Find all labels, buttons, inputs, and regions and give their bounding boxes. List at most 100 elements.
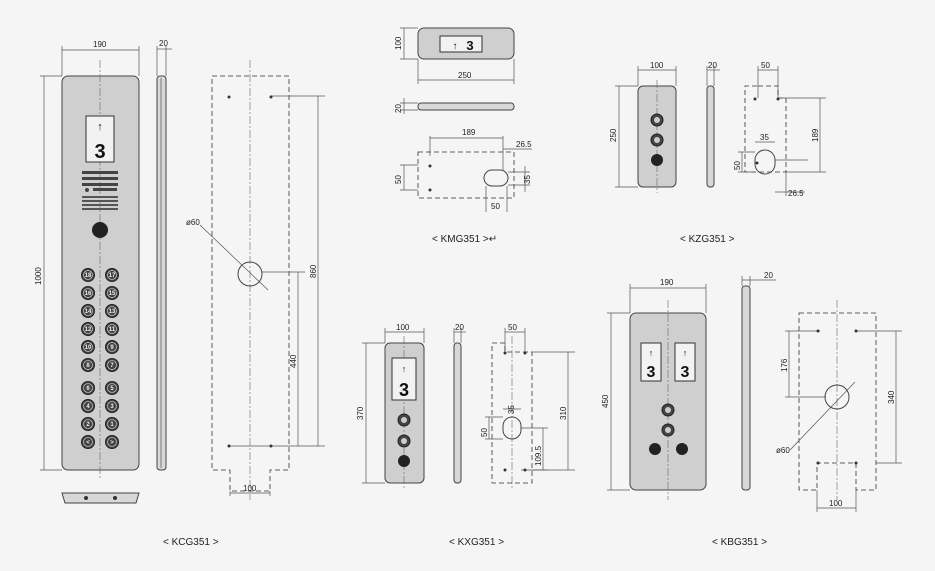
kxg-dim-35: 35 [507, 405, 516, 414]
kmg-dim-35: 35 [523, 175, 532, 184]
kbg-camera-left-icon [649, 443, 661, 455]
kcg-floor-button-label: 13 [109, 309, 116, 315]
kcg-floor-button[interactable]: 18 [81, 268, 95, 282]
kcg-speaker-grille-icon [82, 196, 118, 210]
kxg-call-button-down-icon [401, 438, 407, 444]
kcg-floor-button[interactable]: 5 [105, 381, 119, 395]
kmg-dim-26-5: 26.5 [516, 140, 532, 149]
kbg-right-arrow-up-icon: ↑ [683, 348, 688, 358]
kcg-floor-button-label: 6 [86, 386, 90, 392]
kcg-floor-button[interactable]: 14 [81, 304, 95, 318]
kcg-floor-button[interactable]: 8 [81, 358, 95, 372]
kcg-caption: < KCG351 > [163, 537, 219, 548]
kbg-camera-right-icon [676, 443, 688, 455]
kcg-floor-button[interactable]: 16 [81, 286, 95, 300]
kzg-dim-100: 100 [650, 61, 664, 70]
kcg-floor-button[interactable]: 7 [105, 358, 119, 372]
kbg-caption: < KBG351 > [712, 537, 767, 548]
kxg-dim-370: 370 [356, 406, 365, 420]
kcg-floor-button[interactable]: 9 [105, 340, 119, 354]
kxg-camera-icon [398, 455, 410, 467]
kzg-camera-icon [651, 154, 663, 166]
kcg-floor-button[interactable]: 17 [105, 268, 119, 282]
kcg-floor-button-label: 2 [86, 422, 90, 428]
kzg351-mounting-view: 50 189 35 50 26.5 [733, 61, 826, 198]
kbg-dim-190: 190 [660, 278, 674, 287]
kzg-dim-26-5: 26.5 [788, 189, 804, 198]
kxg-dim-20: 20 [455, 323, 464, 332]
kbg-display-floor-left: 3 [647, 364, 656, 381]
kcg-floor-button-label: 11 [109, 327, 116, 333]
kcg-floor-button-label: 8 [86, 363, 90, 369]
kzg351-side-view: 20 [706, 61, 720, 188]
kcg-floor-button-label: 5 [110, 386, 114, 392]
kxg-display-floor: 3 [399, 380, 409, 400]
kmg-dim-50a: 50 [394, 175, 403, 184]
kcg-floor-button-label: 14 [85, 309, 92, 315]
kcg-floor-button[interactable]: 6 [81, 381, 95, 395]
kzg-dim-189: 189 [811, 128, 820, 142]
kbg-dim-100: 100 [829, 499, 843, 508]
kcg-floor-button[interactable]: 13 [105, 304, 119, 318]
kcg-floor-button-label: 16 [85, 291, 92, 297]
kcg-faceplate [61, 75, 140, 471]
kbg-dim-450: 450 [601, 394, 610, 408]
kxg-dim-310: 310 [559, 406, 568, 420]
kxg-dim-50: 50 [480, 428, 489, 437]
kcg-display-floor: 3 [94, 141, 105, 163]
kmg351-side-view: 20 [394, 98, 515, 114]
kcg-arrow-up-icon: ↑ [97, 121, 103, 133]
kmg-arrow-up-icon: ↑ [453, 41, 458, 52]
kcg-floor-button-label: 18 [85, 273, 92, 279]
kxg-dim-50top: 50 [508, 323, 517, 332]
kcg-floor-button[interactable]: 1 [105, 417, 119, 431]
kcg-floor-button[interactable]: 11 [105, 322, 119, 336]
kcg-floor-button-label: 9 [110, 345, 114, 351]
kcg-floor-display [85, 115, 115, 163]
kbg351-front-view: 190 450 ↑ 3 ↑ 3 [601, 278, 707, 500]
kcg-floor-button-label: 15 [109, 291, 116, 297]
kzg-dim-50top: 50 [761, 61, 770, 70]
kcg-mounting-hole [237, 261, 263, 287]
kcg351-mounting-view: 860 440 ø60 100 [186, 60, 325, 500]
kcg-floor-button[interactable]: 4 [81, 399, 95, 413]
kcg-floor-button-label: 1 [110, 422, 114, 428]
kmg-dim-50b: 50 [491, 202, 500, 211]
kcg-dim-width: 190 [93, 40, 107, 49]
kcg-dim-100: 100 [243, 484, 257, 493]
kbg-call-button-up-icon [665, 407, 671, 413]
kcg-floor-button-label: 12 [85, 327, 92, 333]
kcg-dim-440: 440 [289, 354, 298, 368]
kzg-dim-50: 50 [733, 161, 742, 170]
kmg351-front-view: 100 ↑ 3 250 [394, 27, 515, 84]
kcg-floor-button[interactable]: 3 [105, 399, 119, 413]
kcg-floor-button[interactable]: 2 [81, 417, 95, 431]
kxg-dim-100: 100 [396, 323, 410, 332]
kzg-caption: < KZG351 > [680, 234, 735, 245]
kcg-dim-depth: 20 [159, 39, 168, 48]
kcg-floor-button[interactable]: > [105, 435, 119, 449]
kzg-dim-20: 20 [708, 61, 717, 70]
kmg-display-floor: 3 [466, 38, 473, 53]
kcg-floor-button-label: 17 [109, 273, 116, 279]
kcg351-side-view: 20 [156, 39, 172, 471]
kcg-floor-button[interactable]: 12 [81, 322, 95, 336]
kcg-floor-button-label: 10 [85, 345, 92, 351]
kcg-dim-860: 860 [309, 264, 318, 278]
kbg-dim-176: 176 [780, 358, 789, 372]
kcg-floor-button[interactable]: < [81, 435, 95, 449]
kcg-floor-button[interactable]: 10 [81, 340, 95, 354]
kcg-floor-button[interactable]: 15 [105, 286, 119, 300]
kmg-dim-100: 100 [394, 36, 403, 50]
kbg-left-arrow-up-icon: ↑ [649, 348, 654, 358]
kmg-dim-189: 189 [462, 128, 476, 137]
kcg-camera-icon [92, 222, 108, 238]
kxg-dim-109-5: 109.5 [534, 445, 543, 466]
kcg-floor-button-label: > [110, 440, 114, 446]
kxg-call-button-up-icon [401, 417, 407, 423]
kzg-call-button-up-icon [654, 117, 660, 123]
